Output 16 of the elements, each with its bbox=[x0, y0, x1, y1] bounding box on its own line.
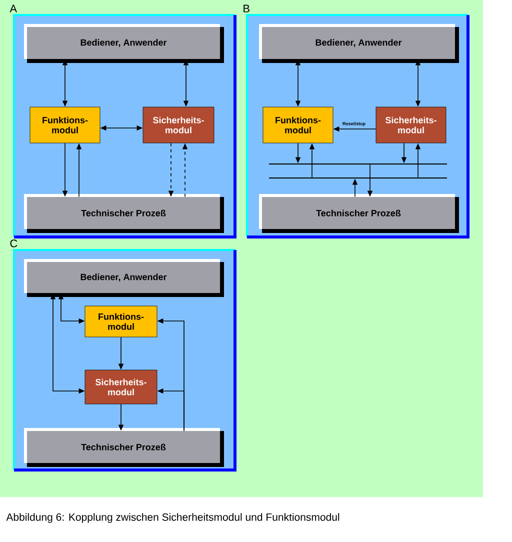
function-module-box: Funktions- modul bbox=[30, 106, 100, 144]
system-box: Technischer Prozeß bbox=[24, 194, 224, 233]
safety-module-box: Sicherheits- modul bbox=[84, 370, 158, 404]
system-box: Technischer Prozeß bbox=[259, 194, 459, 233]
function-module-box: Funktions- modul bbox=[262, 106, 334, 144]
safety-module-box: Sicherheits- modul bbox=[376, 106, 446, 144]
node-label: A bbox=[10, 4, 18, 12]
caption: Abbildung 6: Kopplung zwischen Sicherheitsmodul und Funktionsmodul bbox=[6, 513, 340, 523]
system-box: Bediener, Anwender bbox=[24, 24, 224, 63]
safety-module-box: Sicherheits- modul bbox=[142, 106, 214, 144]
node-label: C bbox=[10, 240, 18, 248]
node-label: B bbox=[244, 4, 250, 12]
system-box: Bediener, Anwender bbox=[259, 24, 459, 63]
system-box: Technischer Prozeß bbox=[24, 428, 224, 467]
system-box: Bediener, Anwender bbox=[24, 259, 224, 297]
function-module-box: Funktions- modul bbox=[84, 306, 158, 338]
